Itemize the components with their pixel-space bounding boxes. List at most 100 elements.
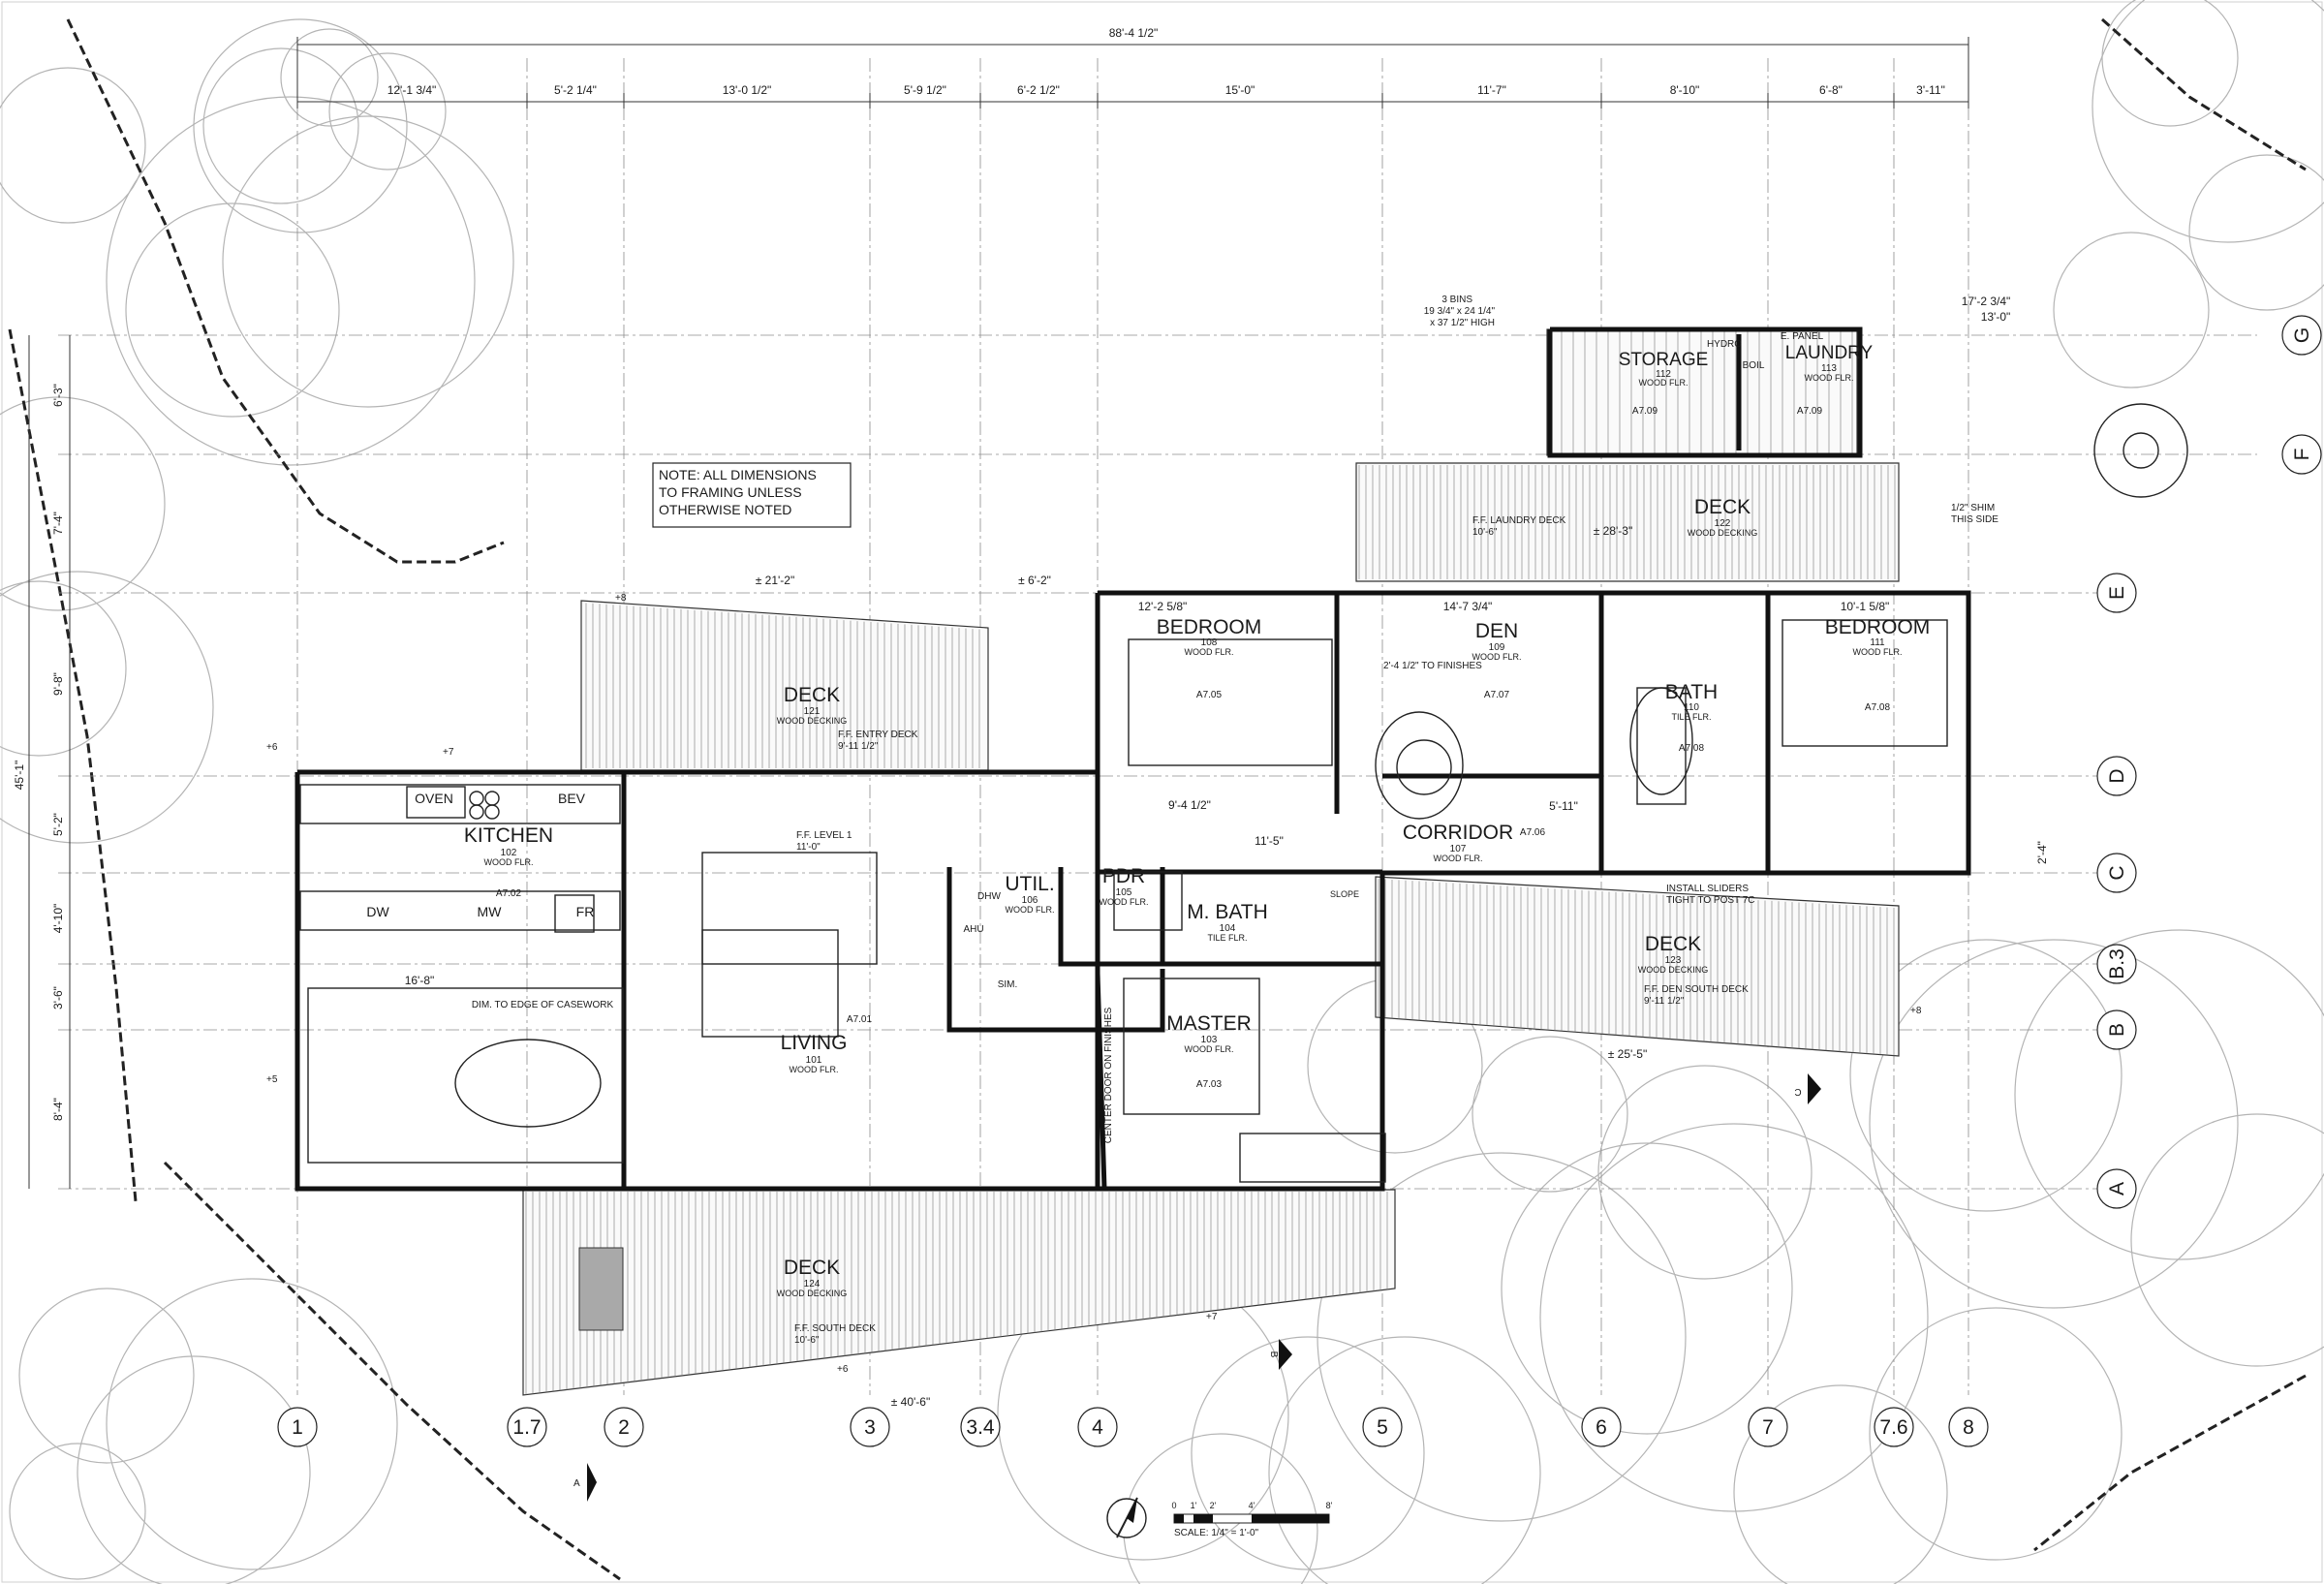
deck-elevation: 9'-11 1/2": [1644, 996, 1685, 1007]
interior-elevation-ref: A7.07: [1484, 690, 1510, 700]
deck-finish: WOOD DECKING: [777, 1289, 848, 1298]
note-line: TO FRAMING UNLESS: [659, 484, 802, 500]
room-name-laundry: LAUNDRY: [1785, 343, 1874, 363]
annotations: DIM. TO EDGE OF CASEWORK CENTER DOOR ON …: [472, 295, 1999, 1143]
grid-bubble-4: 4: [1077, 1407, 1118, 1447]
left-dim: 8'-4": [51, 1098, 65, 1121]
svg-text:+8: +8: [1910, 1006, 1922, 1016]
appliance-label: DW: [366, 904, 389, 919]
deck-hatching: [525, 331, 1896, 1395]
room-finish: WOOD FLR.: [1100, 897, 1149, 907]
deck-finish: WOOD DECKING: [1688, 528, 1758, 538]
left-dim: 5'-2": [51, 813, 65, 836]
svg-text:7.6: 7.6: [1879, 1416, 1907, 1439]
svg-text:C: C: [1794, 1086, 1801, 1097]
deck-level: F.F. ENTRY DECK: [838, 730, 918, 740]
section-marker-b: B: [1268, 1339, 1292, 1370]
room-number: 107: [1450, 844, 1467, 854]
room-number: 102: [501, 848, 517, 858]
room-name-bedroom-111: BEDROOM: [1825, 616, 1931, 638]
interior-elevation-ref: A7.06: [1520, 827, 1546, 838]
annotation-hydro: HYDRO: [1707, 339, 1742, 350]
svg-text:+8: +8: [615, 593, 627, 604]
interior-elevation-ref: A7.08: [1865, 702, 1891, 713]
svg-text:3.4: 3.4: [966, 1416, 995, 1439]
section-markers: A B C: [573, 1073, 1821, 1502]
deck-level: F.F. SOUTH DECK: [794, 1323, 876, 1334]
top-dim: 3'-11": [1916, 83, 1945, 97]
interior-elevation-ref: A7.01: [847, 1014, 873, 1025]
note-line: OTHERWISE NOTED: [659, 502, 791, 517]
deck-name: DECK: [1694, 496, 1751, 518]
top-dim: 6'-2 1/2": [1017, 83, 1060, 97]
appliance-label: MW: [478, 904, 503, 919]
deck-number: 124: [804, 1279, 821, 1289]
svg-text:17'-2 3/4": 17'-2 3/4": [1962, 295, 2011, 308]
top-dim: 12'-1 3/4": [387, 83, 437, 97]
svg-text:4: 4: [1092, 1416, 1103, 1439]
top-dim: 13'-0 1/2": [723, 83, 772, 97]
room-number: 101: [806, 1055, 822, 1066]
svg-text:13'-0": 13'-0": [1981, 310, 2011, 324]
svg-text:B: B: [1268, 1351, 1279, 1358]
overall-dimension: 88'-4 1/2": [1109, 26, 1159, 40]
grid-bubble-F: F: [2281, 434, 2322, 475]
level-label: F.F. LEVEL 1: [796, 830, 852, 841]
deck-elevation: 10'-6": [794, 1335, 820, 1346]
room-number: 106: [1022, 895, 1038, 906]
room-number: 109: [1489, 642, 1505, 653]
grid-bubble-3.4: 3.4: [960, 1407, 1001, 1447]
deck-labels: DECK 121 WOOD DECKING F.F. ENTRY DECK 9'…: [777, 496, 1758, 1346]
dimension-chain-left: 45'-1" 6'-3" 7'-4" 9'-8" 5'-2" 4'-10" 3'…: [13, 335, 71, 1189]
room-name-kitchen: KITCHEN: [464, 824, 553, 847]
annotation-sliders-2: TIGHT TO POST 7C: [1666, 895, 1755, 906]
interior-elevation-ref: A7.08: [1679, 743, 1705, 754]
room-finish: WOOD FLR.: [484, 857, 534, 867]
annotation-shim: 1/2" SHIM: [1951, 503, 1995, 513]
room-finish: WOOD FLR.: [1185, 647, 1234, 657]
svg-text:1: 1: [292, 1416, 303, 1439]
deck-name: DECK: [784, 1257, 840, 1279]
appliance-label: FR: [576, 904, 595, 919]
room-finish: WOOD FLR.: [1472, 652, 1522, 662]
annotation-shim-2: THIS SIDE: [1951, 514, 1999, 525]
deck-name: DECK: [1645, 933, 1701, 955]
room-name-bath: BATH: [1665, 681, 1718, 703]
left-dim: 7'-4": [51, 512, 65, 535]
annotation-center-door: CENTER DOOR ON FINISHES: [1103, 1007, 1114, 1143]
interior-elevation-ref: A7.03: [1196, 1079, 1223, 1090]
grid-bubble-C: C: [2096, 853, 2137, 893]
left-dim: 6'-3": [51, 384, 65, 407]
svg-text:A: A: [573, 1478, 580, 1489]
svg-text:7: 7: [1762, 1416, 1774, 1439]
interior-elevation-ref: A7.02: [496, 888, 522, 899]
deck-finish: WOOD DECKING: [777, 716, 848, 726]
svg-text:+7: +7: [1206, 1312, 1218, 1322]
interior-elevation-ref: A7.09: [1632, 406, 1658, 417]
room-finish: WOOD FLR.: [1006, 905, 1055, 915]
left-dim: 4'-10": [51, 904, 65, 934]
room-name-bedroom-108: BEDROOM: [1157, 616, 1262, 638]
annotation-casework: DIM. TO EDGE OF CASEWORK: [472, 1000, 614, 1010]
dimension-chain-top: 88'-4 1/2" 12'-1 3/4" 5'-2 1/4" 13'-0 1/…: [296, 26, 1969, 109]
svg-text:C: C: [2106, 865, 2128, 880]
level-elevation: 11'-0": [796, 842, 821, 853]
grid-bubble-7.6: 7.6: [1874, 1407, 1914, 1447]
misc-dimensions: ± 21'-2" ± 6'-2" ± 40'-6" ± 25'-5" ± 28'…: [405, 295, 2049, 1409]
svg-text:0: 0: [1171, 1501, 1176, 1510]
svg-text:B.3: B.3: [2106, 948, 2128, 979]
svg-text:8: 8: [1963, 1416, 1974, 1439]
grid-bubble-7: 7: [1748, 1407, 1788, 1447]
room-finish: WOOD FLR.: [1434, 854, 1483, 863]
room-name-living: LIVING: [781, 1032, 848, 1054]
svg-text:1': 1': [1191, 1501, 1197, 1510]
annotation-e-panel: E. PANEL: [1781, 331, 1824, 342]
svg-text:± 6'-2": ± 6'-2": [1018, 574, 1051, 587]
room-name-den: DEN: [1475, 620, 1518, 642]
note-line: NOTE: ALL DIMENSIONS: [659, 467, 817, 482]
svg-text:B: B: [2106, 1023, 2128, 1037]
grid-column-bubbles: 1 1.7 2 3 3.4 4 5 6 7 7.6 8: [277, 1407, 1989, 1447]
north-arrow: [1106, 1497, 1147, 1538]
svg-text:G: G: [2291, 327, 2313, 343]
